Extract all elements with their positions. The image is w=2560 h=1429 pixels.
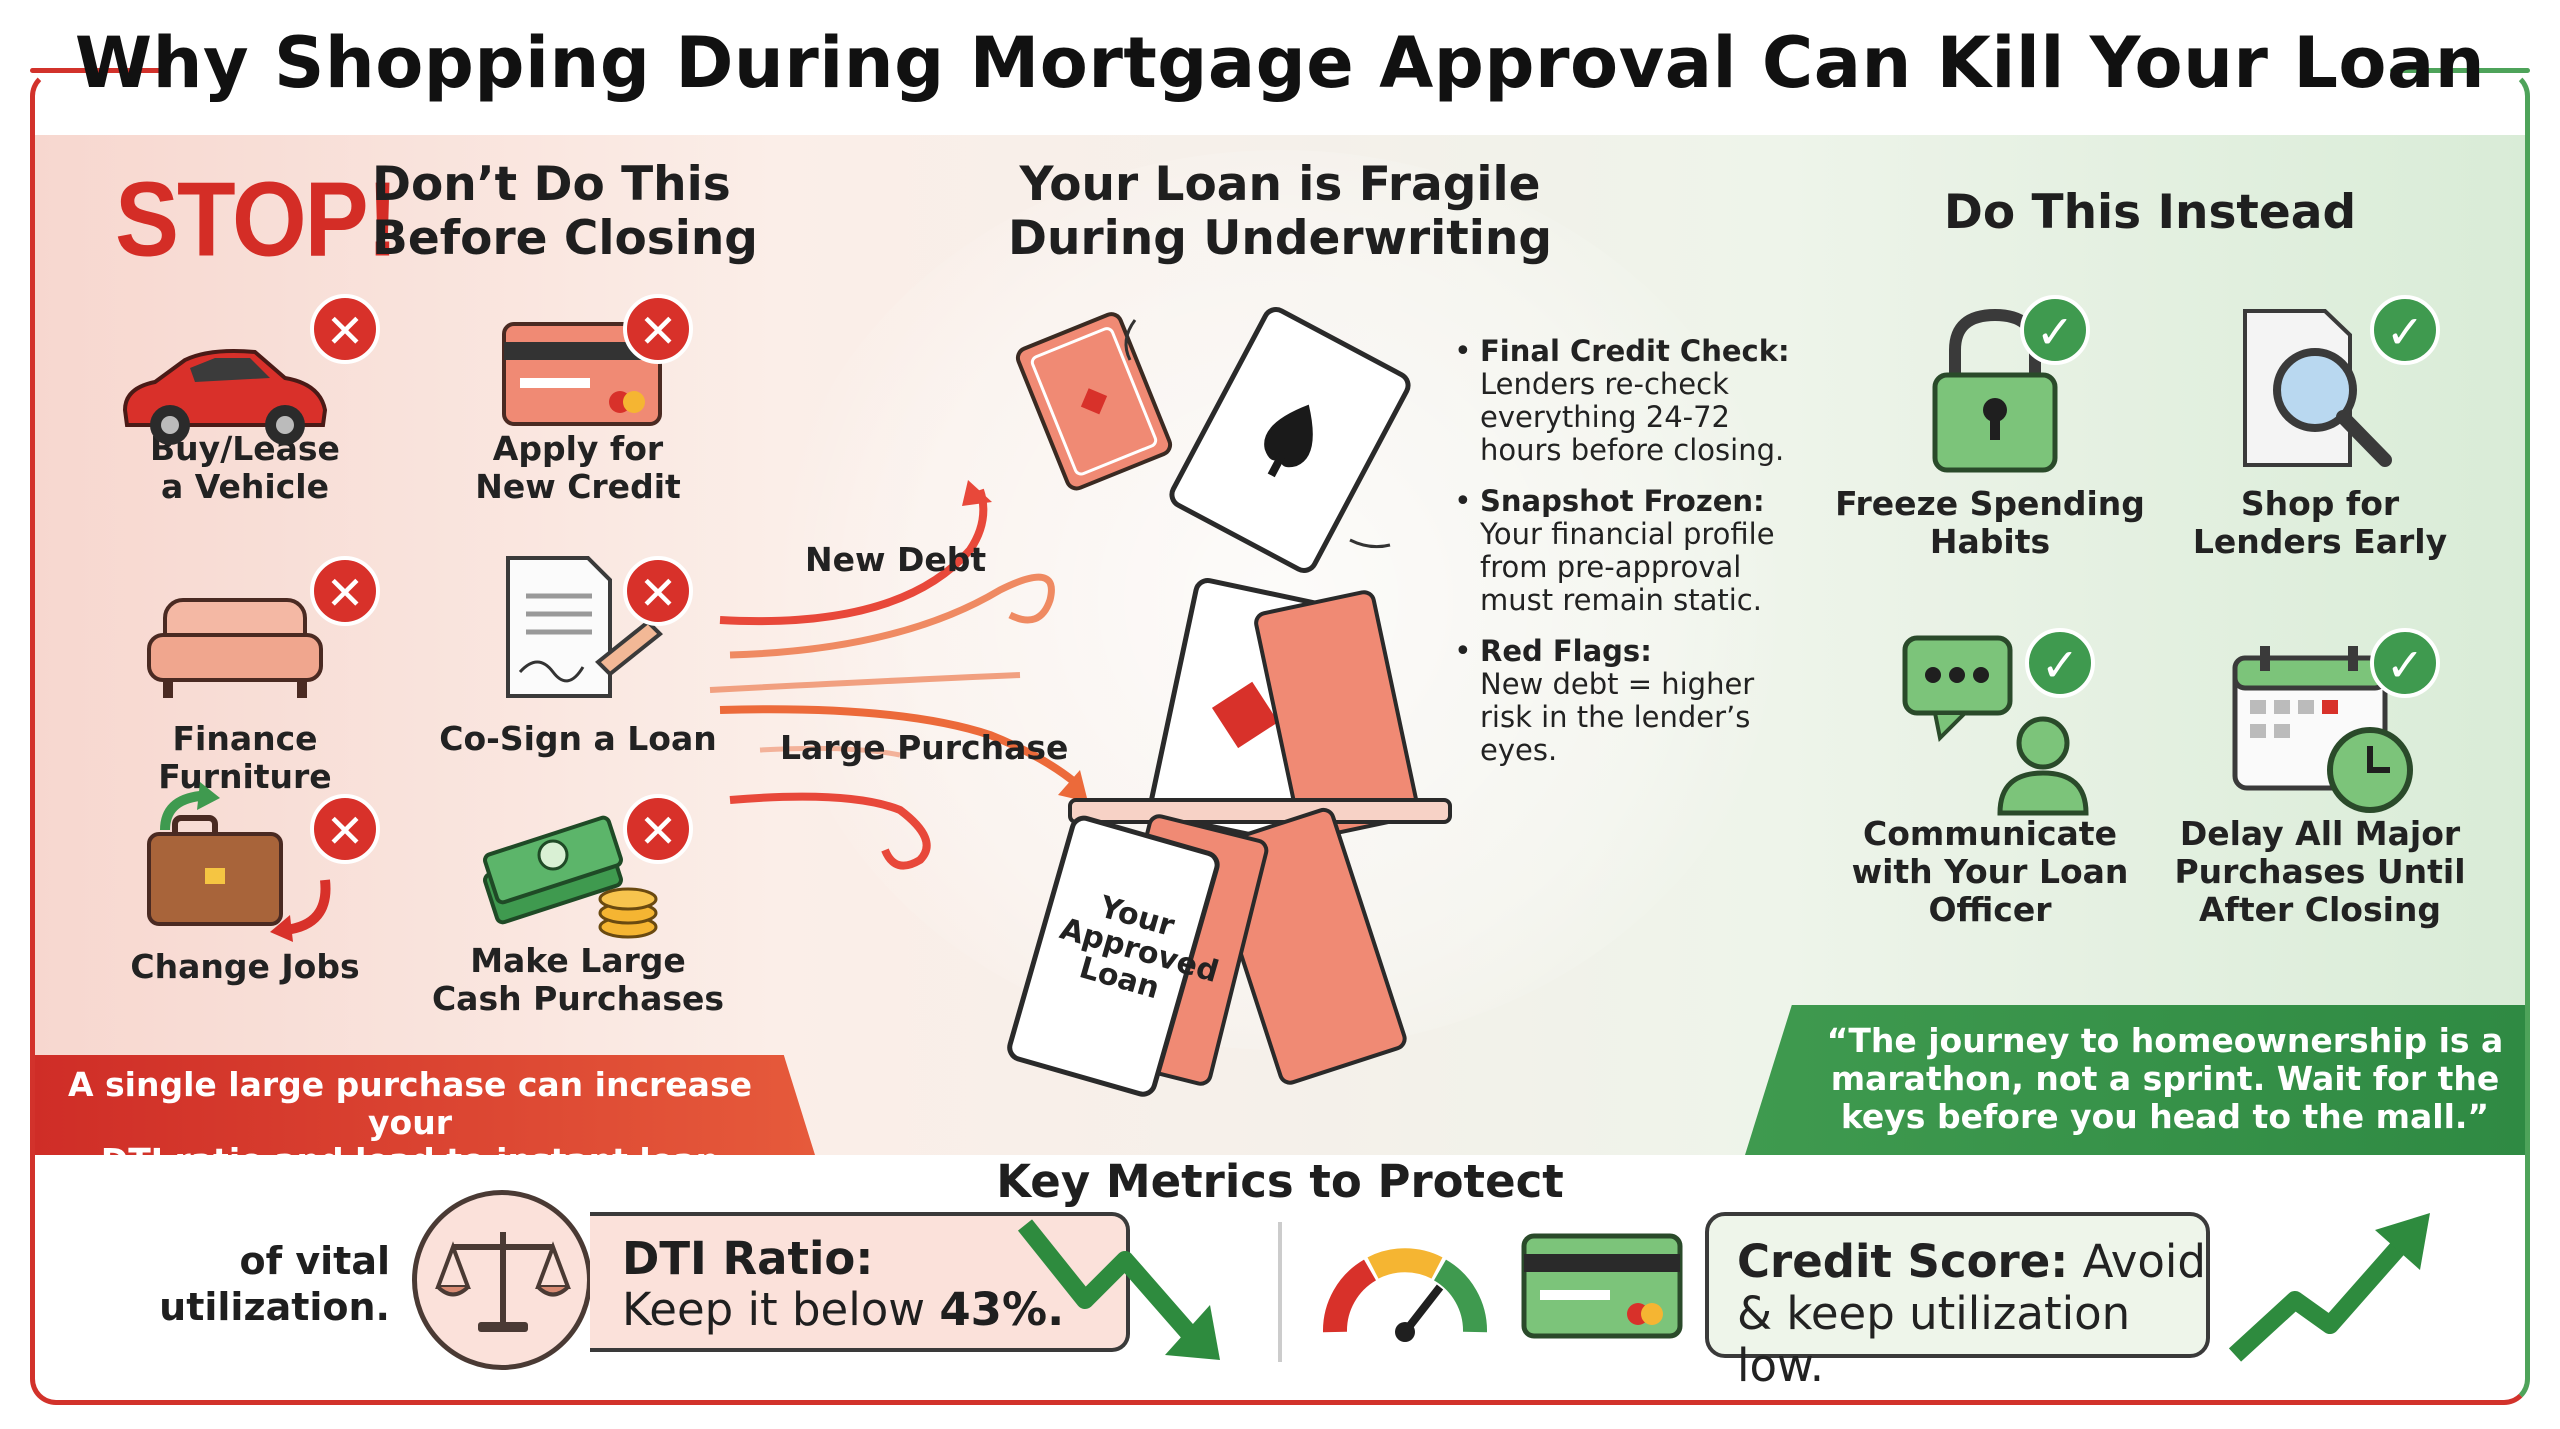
left-heading: Don’t Do This Before Closing — [372, 158, 758, 266]
avoid-item-label: Finance Furniture — [158, 719, 332, 796]
credit-card-icon — [1521, 1233, 1683, 1339]
metrics-heading: Key Metrics to Protect — [996, 1155, 1564, 1208]
frame-accent-left — [30, 68, 170, 73]
magnifier-document-icon — [2243, 309, 2392, 467]
fact-item: Snapshot Frozen: Your financial profile … — [1450, 485, 1790, 617]
x-mark-icon: ✕ — [623, 556, 693, 626]
sofa-icon — [147, 598, 323, 698]
quote-banner: “The journey to homeownership is a marat… — [1745, 1005, 2525, 1155]
left-heading-line2: Before Closing — [372, 211, 758, 266]
avoid-item-cosign: ✕ Co-Sign a Loan — [418, 552, 738, 758]
check-mark-icon: ✓ — [2025, 628, 2095, 698]
credit-card-icon — [502, 322, 662, 426]
fact-item: Final Credit Check: Lenders re-check eve… — [1450, 335, 1790, 467]
trend-up-arrow-icon — [2228, 1213, 2430, 1362]
new-debt-label: New Debt — [805, 540, 987, 579]
avoid-item-furniture: ✕ Finance Furniture — [85, 552, 405, 796]
check-mark-icon: ✓ — [2370, 628, 2440, 698]
padlock-icon — [1932, 308, 2058, 473]
section-divider — [1278, 1222, 1282, 1362]
credit-gauge-icon — [1323, 1248, 1487, 1342]
signing-document-icon — [506, 556, 663, 698]
x-mark-icon: ✕ — [623, 294, 693, 364]
truncated-metric-text: of vital utilization. — [159, 1239, 390, 1329]
x-mark-icon: ✕ — [310, 294, 380, 364]
center-heading: Your Loan is Fragile During Underwriting — [1008, 157, 1552, 266]
dti-text: Keep it below 43%. — [622, 1283, 1065, 1336]
fact-item: Red Flags: New debt = higher risk in the… — [1450, 635, 1790, 767]
frame-accent-right — [2390, 68, 2530, 73]
house-of-cards-icon — [1007, 307, 1452, 1097]
balance-scale-icon — [435, 1232, 571, 1332]
chat-person-icon — [1902, 635, 2089, 816]
underwriting-facts-list: Final Credit Check: Lenders re-check eve… — [1450, 335, 1790, 785]
left-warning-banner: A single large purchase can increase you… — [35, 1055, 815, 1155]
avoid-item-label: Co-Sign a Loan — [439, 719, 717, 758]
check-mark-icon: ✓ — [2020, 295, 2090, 365]
avoid-item-label: Change Jobs — [130, 947, 360, 986]
left-heading-line1: Don’t Do This — [372, 157, 731, 212]
trend-down-arrow-icon — [1017, 1219, 1220, 1360]
page-title: Why Shopping During Mortgage Approval Ca… — [74, 22, 2486, 104]
dti-title: DTI Ratio: — [622, 1232, 874, 1285]
cash-stack-icon — [483, 815, 658, 939]
stop-label: STOP! — [115, 161, 399, 279]
credit-line-2: & keep utilization low. — [1737, 1287, 2131, 1392]
check-mark-icon: ✓ — [2370, 295, 2440, 365]
credit-score-card: Credit Score: Avoid & keep utilization l… — [1705, 1212, 2210, 1392]
right-heading: Do This Instead — [1943, 185, 2357, 240]
x-mark-icon: ✕ — [310, 794, 380, 864]
car-icon — [122, 349, 328, 445]
x-mark-icon: ✕ — [623, 794, 693, 864]
credit-line-1: Credit Score: Avoid — [1737, 1235, 2206, 1288]
outer-frame — [30, 70, 2530, 1405]
dti-ratio-card: DTI Ratio: Keep it below 43%. — [590, 1212, 1130, 1352]
briefcase-icon — [147, 782, 331, 942]
x-mark-icon: ✕ — [310, 556, 380, 626]
large-purchase-label: Large Purchase — [780, 728, 1069, 767]
wind-swirl-arrows-icon — [709, 480, 1088, 870]
dti-value: 43%. — [939, 1283, 1065, 1336]
avoid-item-change-jobs: ✕ Change Jobs — [85, 782, 405, 986]
